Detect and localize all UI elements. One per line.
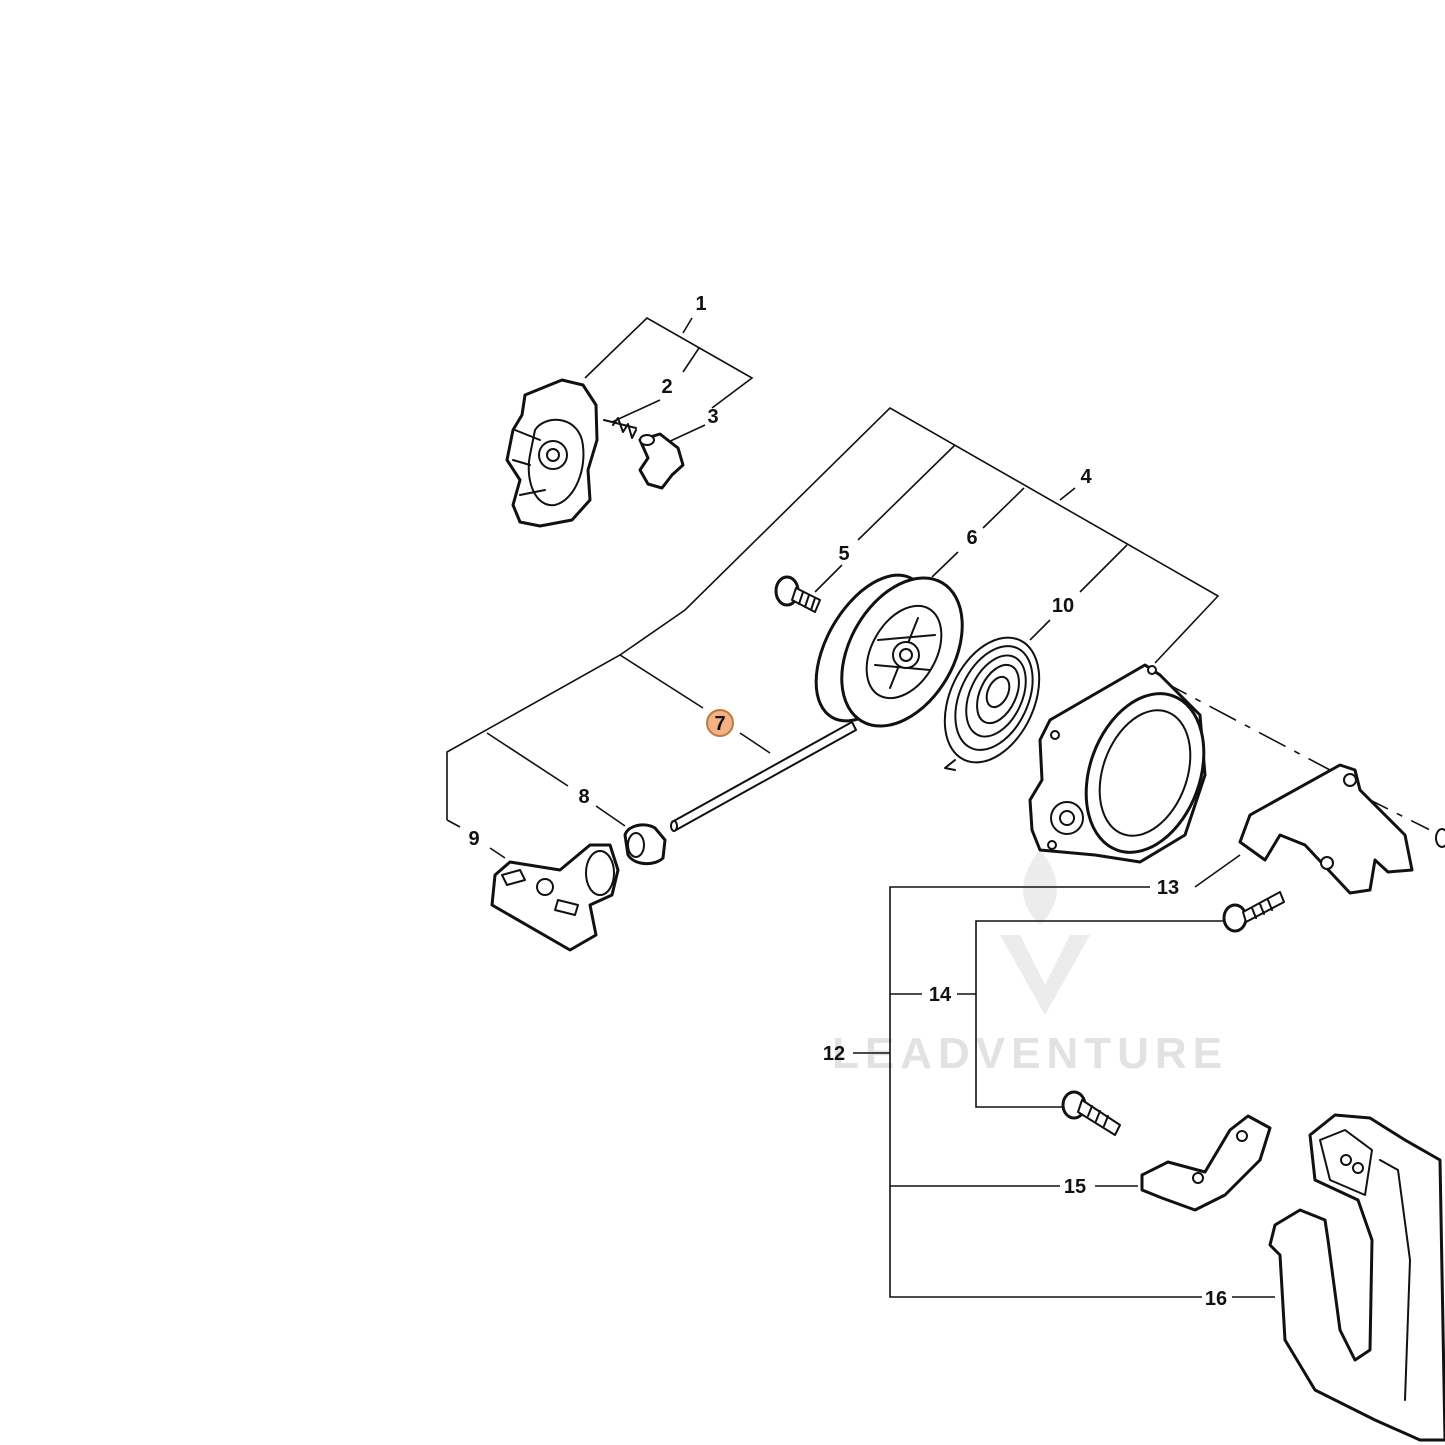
watermark-text: LEADVENTURE (832, 1029, 1228, 1078)
label-10[interactable]: 10 (1052, 595, 1074, 617)
part-13-bracket (1238, 763, 1414, 895)
label-8[interactable]: 8 (578, 786, 589, 808)
highlight-marker (706, 709, 734, 737)
label-4[interactable]: 4 (1080, 466, 1092, 488)
label-16[interactable]: 16 (1205, 1288, 1227, 1310)
part-16-handle (1268, 1113, 1445, 1442)
label-13[interactable]: 13 (1157, 877, 1179, 899)
part-screw-right-edge (1435, 828, 1445, 848)
label-15[interactable]: 15 (1064, 1176, 1086, 1198)
part-14-screw-lower (1061, 1090, 1121, 1136)
part-4-starter-housing (1028, 663, 1207, 864)
part-10-recoil-spring (943, 636, 1041, 771)
label-12[interactable]: 12 (823, 1043, 845, 1065)
part-6-pulley (814, 573, 964, 728)
label-1[interactable]: 1 (695, 293, 706, 315)
part-8-grommet (623, 823, 667, 866)
label-14[interactable]: 14 (929, 984, 952, 1006)
label-6[interactable]: 6 (966, 527, 977, 549)
label-5[interactable]: 5 (838, 543, 849, 565)
part-14-screw-upper (1222, 891, 1285, 933)
part-9-starter-handle (490, 843, 620, 952)
label-2[interactable]: 2 (661, 376, 672, 398)
part-15-clamp (1140, 1114, 1272, 1212)
label-3[interactable]: 3 (707, 406, 718, 428)
label-7[interactable]: 7 (714, 713, 725, 735)
part-labels: 1 2 3 4 5 6 7 8 9 10 12 13 14 15 16 (468, 293, 1227, 1310)
part-2-spring (603, 417, 637, 439)
part-5-screw (774, 575, 821, 613)
watermark-v-icon (1000, 935, 1090, 1015)
label-9[interactable]: 9 (468, 828, 479, 850)
leader-lines (446, 317, 1441, 1298)
watermark: LEADVENTURE (832, 850, 1228, 1078)
part-3-pawl (638, 432, 685, 490)
part-1-ratchet-carrier (505, 378, 599, 528)
part-7-starter-rope (670, 721, 857, 832)
